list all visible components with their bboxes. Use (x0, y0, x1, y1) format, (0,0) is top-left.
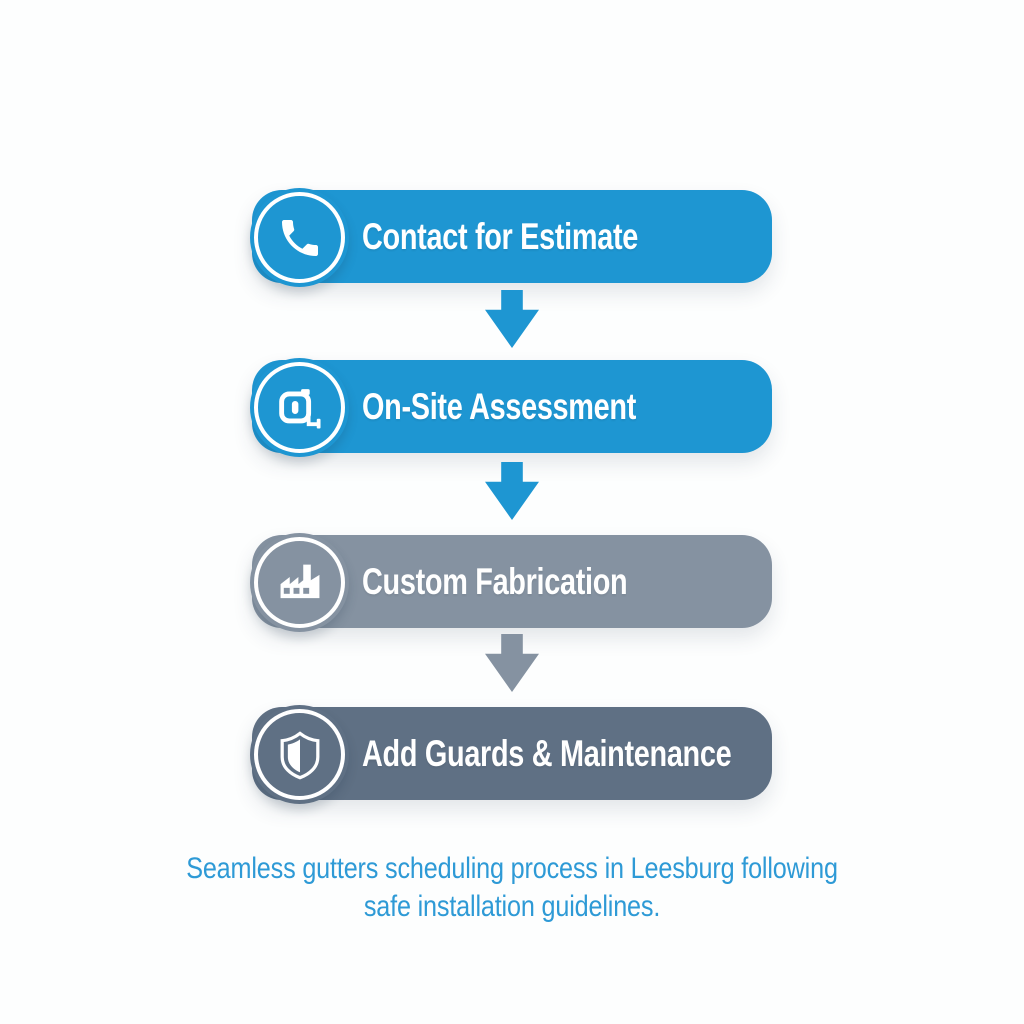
down-arrow-icon (485, 290, 539, 348)
step-icon-badge (250, 533, 349, 632)
factory-icon (280, 564, 319, 598)
measuring-tape-icon (278, 388, 321, 429)
caption-line-2: safe installation guidelines. (363, 890, 661, 923)
shield-icon (280, 730, 319, 779)
caption-line-1: Seamless gutters scheduling process in L… (186, 852, 838, 885)
step-label: Custom Fabrication (362, 560, 628, 602)
step-pill-guards-maintenance: Add Guards & Maintenance (250, 705, 772, 804)
step-label: Contact for Estimate (362, 215, 638, 257)
step-pill-assessment: On-Site Assessment (250, 358, 772, 457)
caption: Seamless gutters scheduling process in L… (0, 850, 1024, 926)
step-label: On-Site Assessment (362, 385, 636, 427)
down-arrow-icon (485, 634, 539, 692)
step-label: Add Guards & Maintenance (362, 732, 732, 774)
step-icon-badge (250, 705, 349, 804)
down-arrow-icon (485, 462, 539, 520)
step-pill-fabrication: Custom Fabrication (250, 533, 772, 632)
step-icon-badge (250, 358, 349, 457)
phone-icon (281, 219, 318, 256)
step-pill-contact: Contact for Estimate (250, 188, 772, 287)
step-icon-badge (250, 188, 349, 287)
